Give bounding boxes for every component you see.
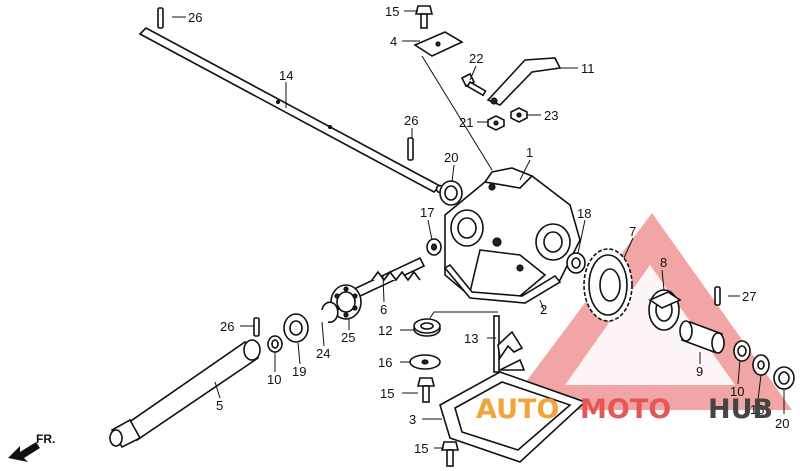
callout-17: 17 (420, 205, 434, 220)
leader-lines (172, 10, 785, 449)
front-direction-label: FR. (36, 432, 55, 446)
callout-2: 2 (540, 302, 547, 317)
callout-1: 1 (526, 145, 533, 160)
pin-27 (714, 286, 721, 306)
shift-fork-13 (493, 315, 526, 373)
collar-12 (413, 318, 441, 337)
callout-26-top: 26 (188, 10, 202, 25)
worm-shaft-6 (350, 256, 426, 300)
watermark-word-moto: MOTO (580, 394, 671, 425)
watermark-triangle-inner (565, 265, 735, 385)
cover-plate-3 (439, 371, 587, 463)
callout-11: 11 (581, 61, 595, 76)
callout-14: 14 (279, 68, 293, 83)
callout-4: 4 (390, 34, 397, 49)
callout-20-upper: 20 (444, 150, 458, 165)
callout-9: 9 (696, 364, 703, 379)
callout-5: 5 (216, 398, 223, 413)
callout-27: 27 (742, 289, 756, 304)
callout-18-right: 18 (750, 402, 764, 417)
washer-18-right (752, 354, 770, 376)
callout-18-upper: 18 (577, 206, 591, 221)
gear-7 (583, 248, 633, 322)
o-ring-10-right (733, 340, 751, 362)
callout-23: 23 (544, 108, 558, 123)
callout-13: 13 (464, 331, 478, 346)
lever-11 (486, 57, 562, 106)
callout-22: 22 (469, 51, 483, 66)
callout-19: 19 (292, 364, 306, 379)
callout-12: 12 (378, 323, 392, 338)
oil-seal-19 (283, 313, 309, 343)
callout-24: 24 (316, 346, 330, 361)
callout-20-right: 20 (775, 416, 789, 431)
callout-26-left: 26 (220, 319, 234, 334)
callout-15-lower: 15 (414, 441, 428, 456)
pin-26-middle (407, 137, 414, 161)
pin-26-left (253, 317, 260, 337)
callout-7: 7 (629, 224, 636, 239)
callout-10-left: 10 (267, 372, 281, 387)
bolt-15-lower (440, 441, 460, 467)
callout-10-right: 10 (730, 384, 744, 399)
clutch-8 (648, 289, 682, 331)
washer-16 (409, 354, 441, 370)
oil-seal-20-upper (439, 180, 463, 206)
pin-26-top (157, 7, 164, 29)
callout-16: 16 (378, 355, 392, 370)
bolt-15-top (414, 5, 434, 29)
watermark-word-hub: HUB (708, 394, 773, 425)
callout-labels: 26 14 15 4 22 11 21 23 26 1 20 17 18 7 8… (188, 4, 789, 456)
washer-17 (426, 238, 442, 256)
watermark-word-auto: AUTO (476, 394, 559, 425)
gasket-2 (443, 263, 562, 304)
front-direction-arrow: FR. (8, 432, 55, 462)
nut-21 (487, 115, 505, 131)
bolt-15-middle (416, 377, 436, 403)
callout-15-top: 15 (385, 4, 399, 19)
callout-6: 6 (380, 302, 387, 317)
callout-15-middle: 15 (380, 386, 394, 401)
clamp-4 (413, 31, 464, 57)
callout-21: 21 (459, 115, 473, 130)
sleeve-9 (679, 320, 725, 354)
circlip-24 (321, 301, 339, 324)
callout-8: 8 (660, 255, 667, 270)
watermark-text: AUTO MOTO HUB (476, 394, 773, 425)
o-ring-10-left (267, 335, 283, 353)
shaft-14 (138, 27, 445, 194)
bolt-22 (460, 72, 487, 97)
callout-26-middle: 26 (404, 113, 418, 128)
nut-23 (510, 107, 528, 123)
oil-seal-18-upper (566, 252, 586, 274)
gear-case-1 (444, 167, 581, 301)
oil-seal-20-right (773, 366, 795, 390)
callout-25: 25 (341, 330, 355, 345)
callout-3: 3 (409, 412, 416, 427)
drive-shaft-5 (109, 339, 261, 449)
